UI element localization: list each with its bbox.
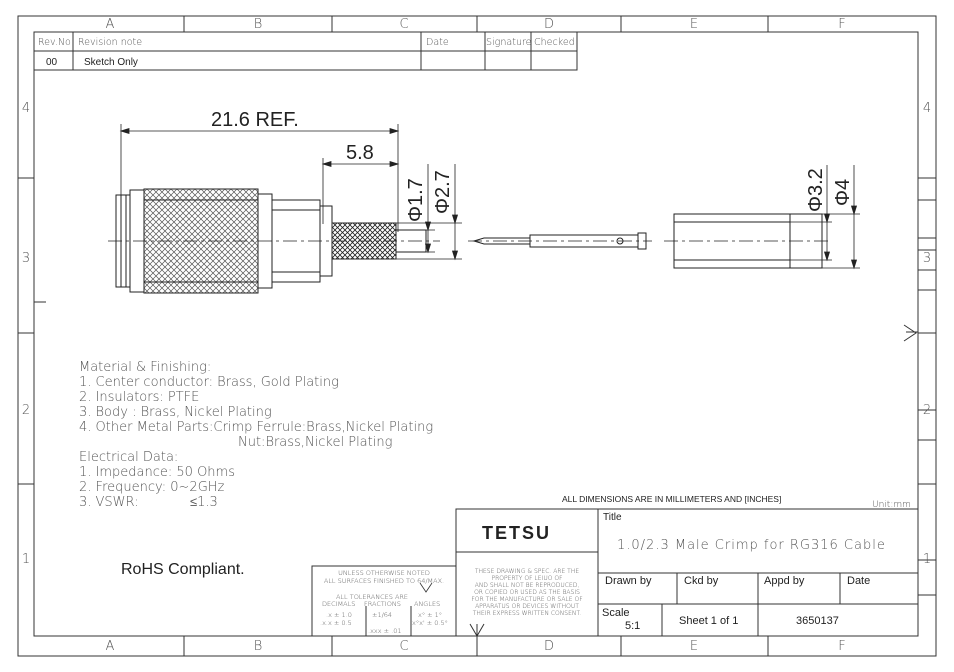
rev-cell-no: 00: [46, 57, 58, 68]
material-line-5: Nut:Brass,Nickel Plating: [238, 435, 392, 450]
sheet-number: Sheet 1 of 1: [679, 615, 738, 627]
date-label: Date: [847, 575, 870, 587]
scale-label: Scale: [602, 607, 630, 619]
svg-text:.x.x ± 0.5: .x.x ± 0.5: [320, 619, 352, 627]
svg-text:PROPERTY OF LEIUO OF: PROPERTY OF LEIUO OF: [491, 575, 562, 582]
revision-table: Rev.No Revision note Date Signature Chec…: [33, 31, 578, 71]
zone-col-a-bottom: A: [106, 639, 115, 654]
zone-ticks: [18, 16, 936, 656]
electrical-vswr-value: ≤1.3: [190, 495, 218, 510]
dim-diameter-2-7: Φ2.7: [432, 170, 454, 214]
material-line-2: 2. Insulators: PTFE: [79, 390, 199, 405]
zone-col-e-bottom: E: [690, 639, 698, 654]
dim-diameter-3-2: Φ3.2: [805, 168, 827, 212]
dim-diameter-4: Φ4: [832, 179, 854, 206]
zone-row-2: 2: [22, 403, 30, 418]
svg-text:ANGLES: ANGLES: [414, 600, 440, 608]
ckd-by-label: Ckd by: [684, 575, 719, 587]
zone-row-4: 4: [22, 101, 30, 116]
dim-diameter-1-7: Φ1.7: [405, 178, 427, 222]
zone-col-f-bottom: F: [838, 639, 845, 654]
zone-col-d-bottom: D: [544, 639, 554, 654]
svg-text:.x ± 1.0: .x ± 1.0: [326, 611, 352, 619]
zone-row-4-right: 4: [923, 101, 931, 116]
center-contact-pin: [468, 232, 652, 250]
rev-header-signature: Signature: [486, 37, 532, 48]
title-block: [311, 508, 919, 637]
zone-col-c-bottom: C: [399, 639, 408, 654]
svg-text:±1/64: ±1/64: [372, 611, 392, 619]
drawn-by-label: Drawn by: [605, 575, 652, 587]
electrical-title: Electrical Data:: [79, 450, 178, 465]
unit-label: Unit:mm: [872, 500, 911, 510]
zone-col-b-bottom: B: [254, 639, 263, 654]
material-notes: Material & Finishing: 1. Center conducto…: [79, 360, 433, 510]
electrical-line-2: 2. Frequency: 0~2GHz: [79, 480, 225, 495]
svg-text:x°x' ± 0.5°: x°x' ± 0.5°: [412, 619, 448, 627]
outer-border: [17, 15, 937, 657]
material-title: Material & Finishing:: [79, 360, 211, 375]
title-label: Title: [603, 512, 622, 523]
zone-row-2-right: 2: [923, 403, 931, 418]
rev-header-note: Revision note: [78, 37, 142, 48]
svg-text:ALL TOLERANCES ARE: ALL TOLERANCES ARE: [336, 593, 408, 601]
sleeve-dimensions: [790, 165, 860, 270]
dim-overall-length: 21.6 REF.: [211, 109, 299, 131]
material-line-3: 3. Body : Brass, Nickel Plating: [79, 405, 272, 420]
zone-col-c: C: [399, 17, 408, 32]
company-logo: TETSU: [482, 523, 551, 543]
svg-text:FOR THE MANUFACTURE OR SALE OF: FOR THE MANUFACTURE OR SALE OF: [471, 596, 582, 603]
rev-header-date: Date: [426, 37, 449, 48]
dim-strip-length: 5.8: [346, 142, 374, 164]
zone-row-1: 1: [22, 552, 30, 567]
connector-side-view: [108, 188, 440, 294]
dimension-lines: [119, 124, 462, 261]
electrical-line-1: 1. Impedance: 50 Ohms: [79, 465, 235, 480]
zone-row-3: 3: [22, 251, 30, 266]
svg-text:DECIMALS: DECIMALS: [322, 600, 355, 608]
zone-col-a: A: [106, 17, 115, 32]
zone-col-b: B: [254, 17, 263, 32]
svg-text:FRACTIONS: FRACTIONS: [364, 600, 401, 608]
rev-header-no: Rev.No: [38, 37, 71, 48]
svg-text:x° ± 1°: x° ± 1°: [418, 611, 442, 619]
rev-cell-note: Sketch Only: [84, 57, 138, 68]
material-line-4: 4. Other Metal Parts:Crimp Ferrule:Brass…: [79, 420, 433, 435]
appd-by-label: Appd by: [764, 575, 805, 587]
zone-col-e: E: [690, 17, 698, 32]
crimp-ferrule-sleeve: [664, 213, 830, 269]
electrical-line-3: 3. VSWR:: [79, 495, 139, 510]
drawing-title: 1.0/2.3 Male Crimp for RG316 Cable: [617, 538, 886, 553]
scale-value: 5:1: [625, 620, 640, 632]
tolerance-block: UNLESS OTHERWISE NOTED ALL SURFACES FINI…: [320, 569, 448, 635]
units-note: ALL DIMENSIONS ARE IN MILLIMETERS AND [I…: [562, 494, 781, 504]
svg-text:AND SHALL NOT BE REPRODUCED,: AND SHALL NOT BE REPRODUCED,: [475, 582, 580, 589]
svg-text:THEIR EXPRESS WRITTEN CONSENT.: THEIR EXPRESS WRITTEN CONSENT.: [473, 610, 582, 617]
orientation-arrow-icon: [903, 324, 917, 342]
material-line-1: 1. Center conductor: Brass, Gold Plating: [79, 375, 339, 390]
surface-finish-icon: [419, 582, 433, 593]
zone-col-f: F: [838, 17, 845, 32]
svg-text:.xxx ± .01: .xxx ± .01: [368, 627, 402, 635]
svg-text:ALL SURFACES FINISHED TO 64/MA: ALL SURFACES FINISHED TO 64/MAX.: [324, 577, 444, 585]
svg-text:APPARATUS OR DEVICES WITHOUT: APPARATUS OR DEVICES WITHOUT: [475, 603, 579, 610]
svg-text:THESE DRAWING & SPEC. ARE THE: THESE DRAWING & SPEC. ARE THE: [475, 568, 580, 575]
zone-row-1-right: 1: [923, 552, 931, 567]
svg-text:UNLESS OTHERWISE NOTED: UNLESS OTHERWISE NOTED: [338, 569, 430, 577]
rohs-label: RoHS Compliant.: [121, 561, 245, 578]
part-number: 3650137: [796, 615, 839, 627]
zone-col-d: D: [544, 17, 554, 32]
property-notice: THESE DRAWING & SPEC. ARE THE PROPERTY O…: [471, 568, 582, 617]
rev-header-checked: Checked: [534, 37, 575, 48]
svg-text:OR COPIED OR USED AS THE BASIS: OR COPIED OR USED AS THE BASIS: [474, 589, 580, 596]
zone-row-3-right: 3: [923, 251, 931, 266]
